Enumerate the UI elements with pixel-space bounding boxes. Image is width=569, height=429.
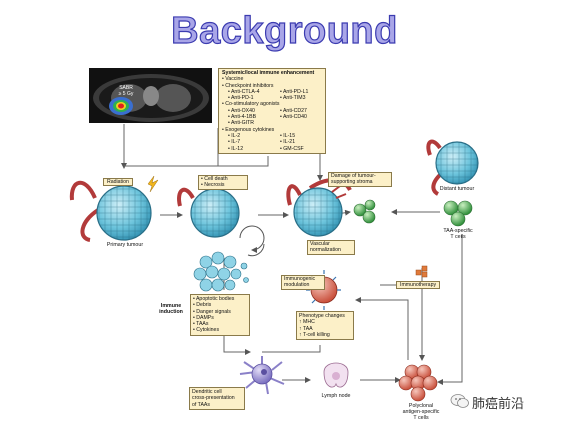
taa-t-cells-graphic (443, 200, 473, 227)
cell-death-item: • Cell death (201, 176, 228, 182)
vascular-box: Vascular normalization (307, 240, 355, 255)
ct-scan-image: SABR ≥ 5 Gy (89, 68, 212, 123)
immune-enhancement-box: Systemic/local immune enhancement • Vacc… (218, 68, 326, 154)
primary-tumour-graphic (69, 180, 152, 242)
taa-t-cells-label-2: T cells (450, 234, 466, 240)
apoptotic-debris-graphic (193, 251, 249, 292)
polyclonal-label-2: antigen-specific (402, 409, 440, 415)
cell-death-item: • Necrosis (201, 182, 225, 189)
vascular-line: Vascular (310, 241, 330, 247)
radiation-label-box: Radiation (103, 178, 133, 187)
cy-item: • GM-CSF (280, 145, 304, 152)
ct-sabr-label: SABR (119, 85, 133, 91)
immunotherapy-box: Immunotherapy (396, 281, 441, 290)
stroma-tumour-graphic (286, 178, 352, 237)
cs-item: • Anti-CD40 (280, 114, 307, 121)
stroma-line: supporting stroma (331, 179, 373, 186)
dendritic-cell-graphic (239, 356, 285, 395)
induction-item: • DAMPs (193, 314, 214, 321)
lymph-node-label: Lymph node (321, 393, 351, 399)
polyclonal-t-cells-graphic (398, 364, 438, 402)
taa-t-cells-label-1: TAA-specific (443, 228, 473, 234)
cp-item: • Anti-TIM3 (280, 95, 306, 102)
induction-item: • Danger signals (193, 308, 231, 315)
cell-death-tumour-graphic (177, 187, 240, 238)
distant-tumour-graphic (426, 139, 479, 196)
dendritic-box: Dendritic cell cross-presentation of TAA… (189, 387, 245, 410)
dendritic-line: of TAAs (192, 401, 210, 408)
cell-death-box: • Cell death • Necrosis (198, 175, 248, 190)
phenotype-line: ↑ MHC (299, 319, 315, 326)
cp-item: • Anti-PD-1 (228, 95, 254, 102)
cy-item: • IL-2 (228, 132, 241, 139)
enhancement-checkpoint: • Checkpoint inhibitors (222, 82, 274, 89)
distant-tumour-label: Distant tumour (439, 186, 475, 192)
page-title: Background (171, 9, 398, 52)
induction-item: • Cytokines (193, 327, 220, 334)
enhancement-vaccine: • Vaccine (222, 76, 244, 83)
immune-induction-label-2: induction (159, 309, 183, 315)
enhancement-costim: • Co-stimulatory agonists (222, 101, 280, 108)
induction-item: • Apoptotic bodies (193, 296, 235, 302)
immunogenic-box: Immunogenic modulation (281, 275, 325, 290)
cp-item: • Anti-CTLA-4 (228, 88, 260, 95)
phenotype-line: ↑ TAA (299, 325, 313, 332)
immunogenic-line: Immunogenic (284, 276, 316, 282)
cy-item: • IL-21 (280, 139, 296, 146)
cs-item: • Anti-GITR (228, 120, 255, 127)
primary-tumour-label: Primary tumour (106, 242, 144, 248)
watermark-text: 肺癌前沿 (472, 397, 525, 412)
induction-list-box: • Apoptotic bodies • Debris • Danger sig… (190, 294, 250, 336)
phenotype-box: Phenotype changes ↑ MHC ↑ TAA ↑ T-cell k… (296, 311, 354, 341)
cs-item: • Anti-CD27 (280, 107, 307, 114)
enhancement-heading: Systemic/local immune enhancement (222, 70, 315, 76)
wechat-icon (450, 393, 470, 409)
immunogenic-line: modulation (284, 282, 310, 289)
immunotherapy-label: Immunotherapy (400, 282, 437, 288)
cs-item: • Anti-4-1BB (228, 114, 257, 121)
cp-item: • Anti-PD-L1 (280, 88, 309, 95)
vascular-line: normalization (310, 247, 341, 254)
phenotype-line: ↑ T-cell killing (299, 331, 330, 338)
stroma-line: Damage of tumour- (331, 173, 376, 179)
cy-item: • IL-15 (280, 132, 296, 139)
immune-induction-label-1: Immune (160, 303, 182, 309)
dendritic-line: cross-presentation (192, 395, 235, 402)
dendritic-line: Dendritic cell (192, 389, 222, 395)
lymph-node-graphic (323, 362, 349, 388)
cy-item: • IL-12 (228, 145, 244, 152)
immunotherapy-graphic (415, 265, 428, 278)
induction-item: • Debris (193, 302, 212, 309)
polyclonal-label-1: Polyclonal (408, 403, 434, 409)
stroma-damage-box: Damage of tumour- supporting stroma (328, 172, 392, 187)
radiation-label: Radiation (107, 179, 129, 185)
cy-item: • IL-7 (228, 139, 241, 146)
ct-dose-label: ≥ 5 Gy (118, 91, 134, 97)
induction-item: • TAAs (193, 321, 209, 328)
polyclonal-label-3: T cells (413, 415, 429, 421)
enhancement-cytokines: • Exogenous cytokines (222, 126, 275, 133)
phenotype-line: Phenotype changes (299, 313, 345, 319)
cs-item: • Anti-OX40 (228, 107, 255, 114)
